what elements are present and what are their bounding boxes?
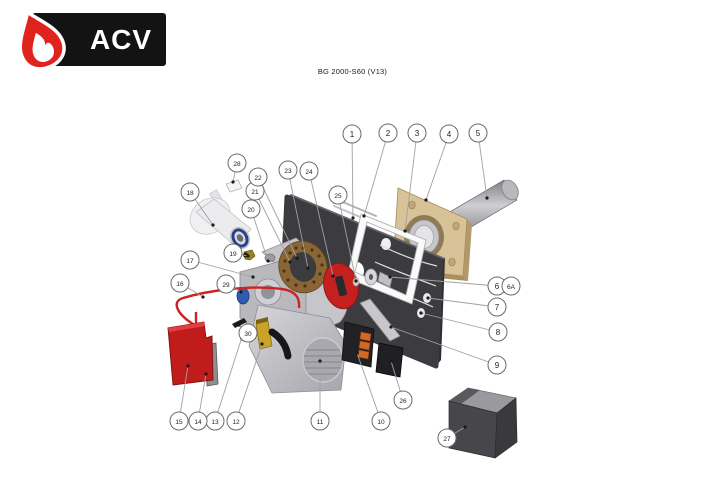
pump-hose <box>268 328 292 360</box>
svg-text:2: 2 <box>386 129 391 138</box>
callout-17: 17 <box>180 250 200 270</box>
callout-9: 9 <box>487 355 507 375</box>
svg-text:26: 26 <box>399 398 407 405</box>
pin-30 <box>232 318 247 328</box>
svg-text:23: 23 <box>284 168 292 175</box>
callout-18: 18 <box>180 182 200 202</box>
callout-30: 30 <box>238 323 258 343</box>
callout-6A: 6A <box>501 276 521 296</box>
diffuser-ring <box>278 240 328 294</box>
svg-text:13: 13 <box>211 419 219 426</box>
svg-text:24: 24 <box>305 169 313 176</box>
svg-text:12: 12 <box>232 419 240 426</box>
svg-text:28: 28 <box>233 161 241 168</box>
callout-15: 15 <box>169 411 189 431</box>
callout-16: 16 <box>170 273 190 293</box>
solenoid-coil <box>255 317 273 350</box>
svg-text:1: 1 <box>350 130 355 139</box>
callout-8: 8 <box>488 322 508 342</box>
callout-14: 14 <box>188 411 208 431</box>
svg-text:8: 8 <box>496 328 501 337</box>
callout-25: 25 <box>328 185 348 205</box>
callout-29: 29 <box>216 274 236 294</box>
callout-19: 19 <box>223 243 243 263</box>
svg-text:14: 14 <box>194 419 202 426</box>
callout-23: 23 <box>278 160 298 180</box>
acv-flame-icon <box>18 11 66 71</box>
svg-text:25: 25 <box>334 193 342 200</box>
svg-text:17: 17 <box>186 258 194 265</box>
callout-6: 6 <box>487 276 507 296</box>
svg-text:9: 9 <box>495 361 500 370</box>
callout-4: 4 <box>439 124 459 144</box>
callout-20: 20 <box>241 199 261 219</box>
callout-7: 7 <box>487 297 507 317</box>
document-title: BG 2000-S60 (V13) <box>317 67 388 76</box>
svg-text:30: 30 <box>244 331 252 338</box>
callout-27: 27 <box>437 428 457 448</box>
connector-box <box>375 342 404 378</box>
svg-text:7: 7 <box>495 303 500 312</box>
callout-2: 2 <box>378 123 398 143</box>
callout-1: 1 <box>342 124 362 144</box>
callout-26: 26 <box>393 390 413 410</box>
svg-text:15: 15 <box>175 419 183 426</box>
callout-24: 24 <box>299 161 319 181</box>
callout-3: 3 <box>407 123 427 143</box>
control-box <box>341 321 375 368</box>
svg-text:19: 19 <box>229 251 237 258</box>
svg-text:6A: 6A <box>507 284 516 291</box>
nozzle <box>243 249 256 261</box>
callout-12: 12 <box>226 411 246 431</box>
callout-28: 28 <box>227 153 247 173</box>
svg-text:5: 5 <box>476 129 481 138</box>
ignition-bar <box>359 298 401 342</box>
svg-text:10: 10 <box>377 419 385 426</box>
svg-text:27: 27 <box>443 436 451 443</box>
callout-13: 13 <box>205 411 225 431</box>
insulation-box <box>448 387 518 459</box>
callout-11: 11 <box>310 411 330 431</box>
svg-text:21: 21 <box>251 189 259 196</box>
svg-text:16: 16 <box>176 281 184 288</box>
cover-plate <box>167 321 219 387</box>
svg-text:6: 6 <box>495 282 500 291</box>
svg-text:29: 29 <box>222 282 230 289</box>
callout-5: 5 <box>468 123 488 143</box>
svg-text:4: 4 <box>447 130 452 139</box>
callout-10: 10 <box>371 411 391 431</box>
svg-text:3: 3 <box>415 129 420 138</box>
svg-text:22: 22 <box>254 175 262 182</box>
svg-text:18: 18 <box>186 190 194 197</box>
svg-text:20: 20 <box>247 207 255 214</box>
svg-text:11: 11 <box>317 419 324 426</box>
acv-logo-text: ACV <box>89 23 153 55</box>
callout-22: 22 <box>248 167 268 187</box>
